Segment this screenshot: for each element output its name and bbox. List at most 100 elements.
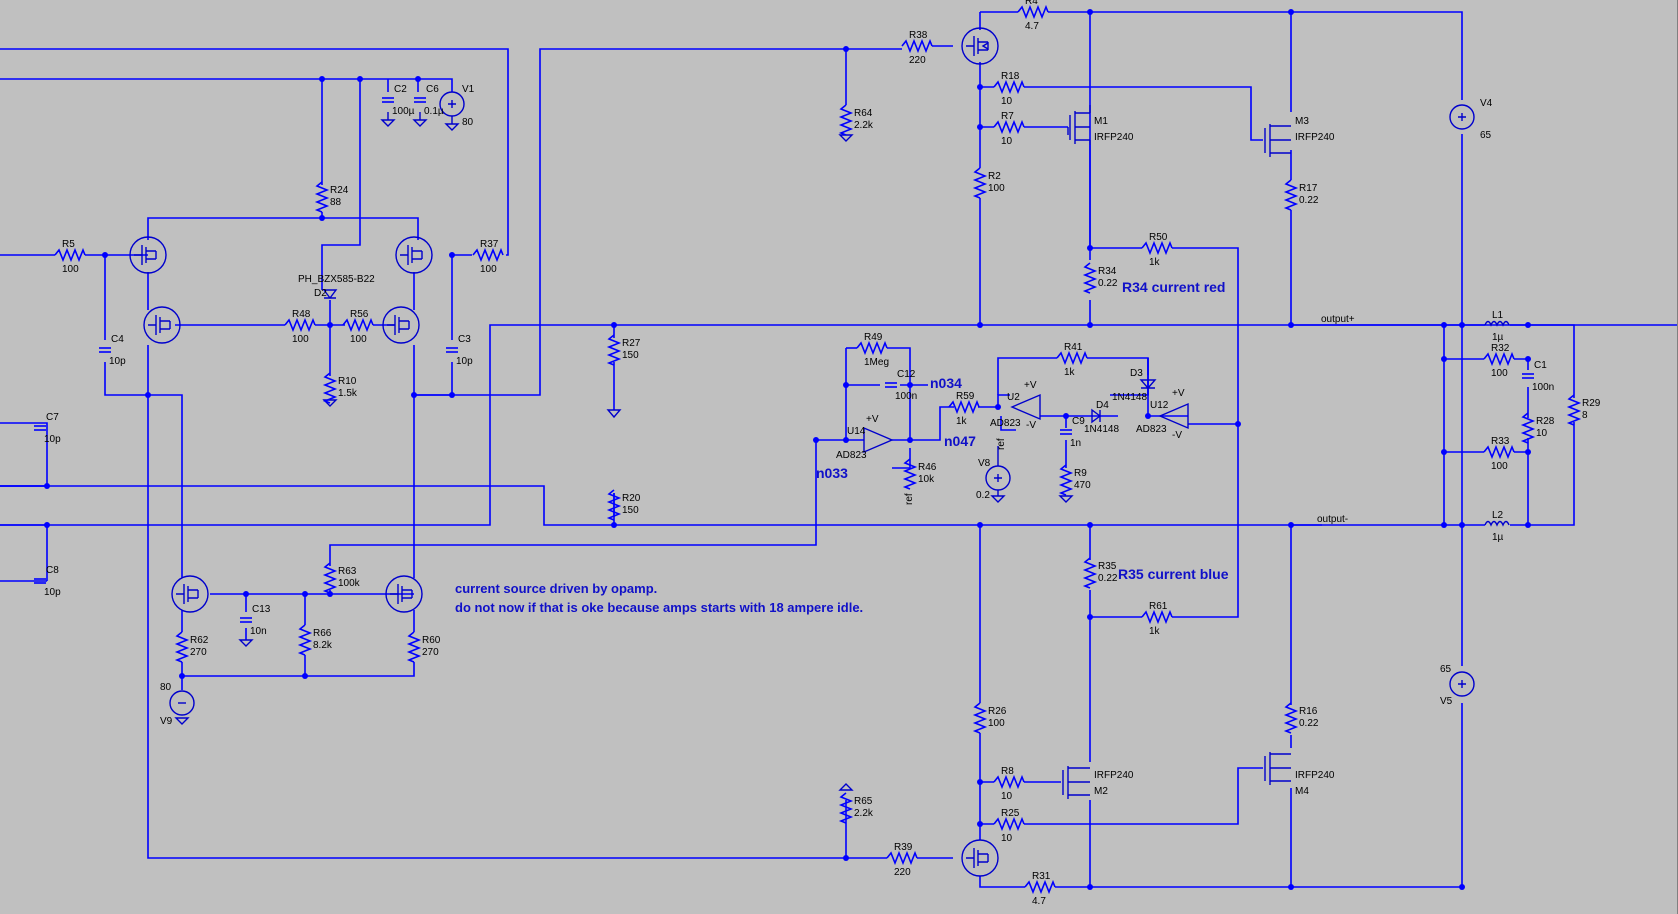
capacitor-value: 10p — [456, 356, 473, 367]
net-output-plus: output+ — [1321, 314, 1355, 325]
resistor-ref: R31 — [1032, 871, 1051, 882]
resistor-body — [838, 792, 854, 824]
resistor-ref: R59 — [956, 391, 975, 402]
resistor-value: 100 — [292, 334, 309, 345]
net-n033: n033 — [816, 465, 848, 481]
resistor-value: 150 — [622, 505, 639, 516]
net-ref-1: ref — [904, 493, 915, 505]
m4-part: IRFP240 — [1295, 770, 1335, 781]
d3-ref: D3 — [1130, 368, 1143, 379]
resistor-ref: R7 — [1001, 111, 1014, 122]
resistor-ref: R18 — [1001, 71, 1020, 82]
resistor-ref: R34 — [1098, 266, 1117, 277]
resistor-value: 2.2k — [854, 120, 874, 131]
resistor-value: 270 — [190, 647, 207, 658]
resistor-value: 0.22 — [1098, 278, 1118, 289]
capacitor-ref: C3 — [458, 334, 471, 345]
resistor-ref: R49 — [864, 332, 883, 343]
resistor-ref: R66 — [313, 628, 332, 639]
resistor-body — [606, 334, 622, 366]
resistor-ref: R33 — [1491, 436, 1510, 447]
resistor-ref: R35 — [1098, 561, 1117, 572]
resistor-body — [54, 247, 86, 263]
d2-ref: D2 — [314, 288, 327, 299]
resistor-body — [993, 816, 1025, 832]
resistor-ref: R61 — [1149, 601, 1168, 612]
resistor-body — [1283, 179, 1299, 211]
m4-ref: M4 — [1295, 786, 1309, 797]
u12-pin-neg: -V — [1172, 430, 1182, 441]
resistor-value: 220 — [909, 55, 926, 66]
m1-ref: M1 — [1094, 116, 1108, 127]
resistor-ref: R64 — [854, 108, 873, 119]
resistor-ref: R50 — [1149, 232, 1168, 243]
capacitor-ref: C9 — [1072, 416, 1085, 427]
resistor-value: 100 — [62, 264, 79, 275]
resistor-ref: R28 — [1536, 416, 1555, 427]
resistor-ref: R32 — [1491, 343, 1510, 354]
resistor-value: 1k — [1149, 626, 1161, 637]
net-n047: n047 — [944, 433, 976, 449]
resistor-body — [1082, 262, 1098, 294]
d4-ref: D4 — [1096, 400, 1109, 411]
resistor-body — [972, 167, 988, 199]
inductor-symbols — [1484, 320, 1510, 527]
capacitor-value: 10p — [44, 587, 61, 598]
mosfet-labels: M1 IRFP240 M3 IRFP240 IRFP240 M2 IRFP240… — [1094, 116, 1335, 797]
resistor-body — [856, 340, 888, 356]
resistor-value: 220 — [894, 867, 911, 878]
resistor-value: 10 — [1001, 136, 1013, 147]
resistor-body — [972, 702, 988, 734]
u2-pin: +V — [1024, 380, 1037, 391]
resistor-body — [322, 372, 338, 404]
resistor-value: 100 — [350, 334, 367, 345]
voltage-sources — [169, 91, 1475, 716]
annotations: R34 current red R35 current blue current… — [455, 279, 1229, 615]
net-output-minus: output- — [1317, 514, 1348, 525]
l2-value: 1µ — [1492, 532, 1504, 543]
diode-symbols — [322, 289, 1157, 424]
resistor-value: 0.22 — [1299, 195, 1319, 206]
resistor-r49: R49 1Meg — [856, 332, 889, 368]
resistor-body — [174, 631, 190, 663]
power-mosfets — [1062, 105, 1291, 799]
resistor-body — [993, 79, 1025, 95]
resistor-body — [1017, 4, 1049, 20]
l1-ref: L1 — [1492, 310, 1504, 321]
v1-ref: V1 — [462, 84, 475, 95]
u14-ref: U14 — [847, 426, 866, 437]
resistor-ref: R9 — [1074, 468, 1087, 479]
resistor-value: 0.22 — [1299, 718, 1319, 729]
note-r35: R35 current blue — [1118, 566, 1229, 582]
resistor-ref: R37 — [480, 239, 499, 250]
resistor-body — [902, 458, 918, 490]
v5-ref: V5 — [1440, 696, 1453, 707]
resistor-body — [1024, 879, 1056, 895]
v9-value: 80 — [160, 682, 172, 693]
resistor-body — [314, 181, 330, 213]
resistor-ref: R41 — [1064, 342, 1083, 353]
resistor-value: 1Meg — [864, 357, 889, 368]
resistor-ref: R24 — [330, 185, 349, 196]
capacitor-value: 100n — [895, 391, 917, 402]
resistor-value: 10 — [1001, 791, 1013, 802]
resistor-ref: R56 — [350, 309, 369, 320]
